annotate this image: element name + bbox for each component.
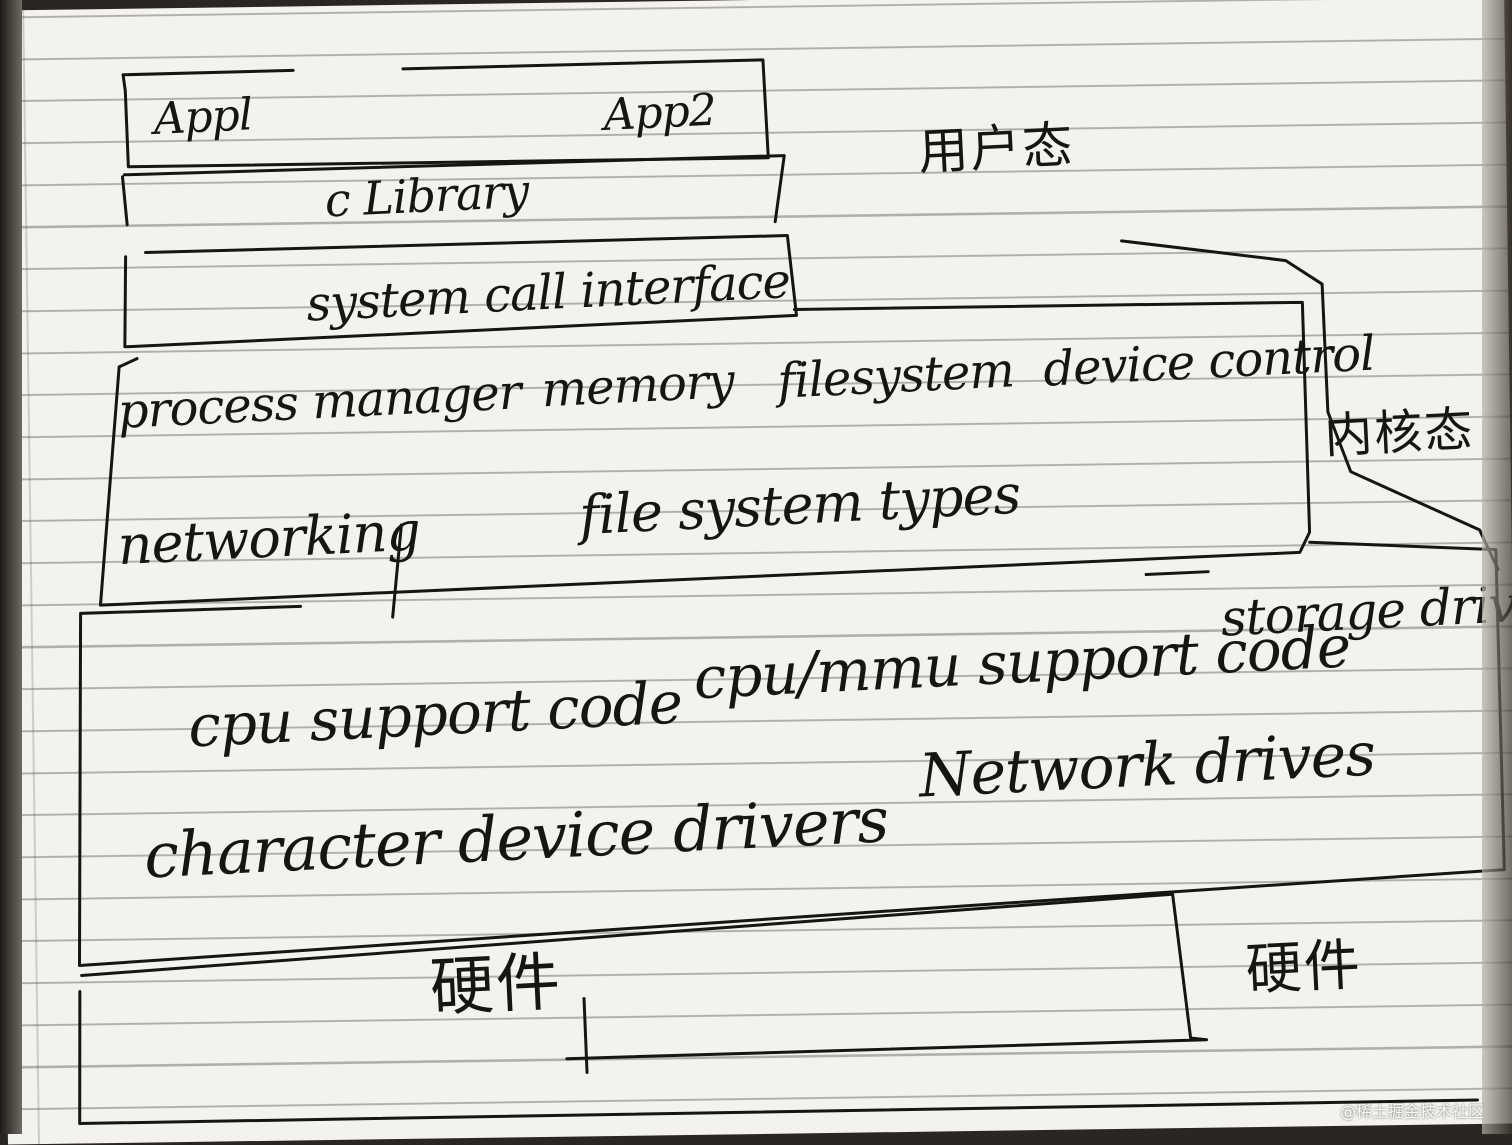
c-library-label: c Library (323, 163, 530, 228)
kernel-filesystem: filesystem (776, 342, 1016, 410)
kernel-memory: memory (540, 352, 736, 419)
paper-right-edge (1482, 0, 1512, 1134)
user-mode-annotation: 用户态 (916, 115, 1076, 182)
app2-label: App2 (602, 84, 717, 142)
syscall-box (123, 234, 798, 349)
c-library-box (120, 154, 786, 227)
hardware-label: 硬件 (428, 945, 564, 1026)
kernel-mode-annotation: 内核态 (1323, 401, 1476, 465)
kernel-mode-bracket (1119, 239, 1500, 572)
watermark: @稀土掘金技术社区 (1339, 1102, 1484, 1121)
paper-left-edge (0, 0, 22, 1134)
hardware-box (78, 892, 1480, 1125)
kernel-box (98, 300, 1312, 607)
app1-label: Appl (152, 89, 254, 146)
apps-box (121, 58, 770, 169)
hardware-side-annotation: 硬件 (1244, 932, 1364, 1004)
